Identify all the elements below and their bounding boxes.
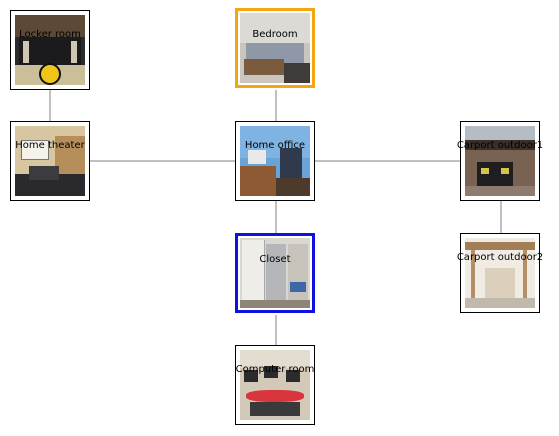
closet-thumbnail (240, 238, 310, 308)
node-label-bedroom: Bedroom (252, 29, 298, 40)
node-label-home-office: Home office (244, 140, 306, 151)
carport-outdoor1-thumbnail (465, 126, 535, 196)
node-label-home-theater: Home theater (15, 140, 85, 151)
node-carport-outdoor1[interactable]: Carport outdoor1 (456, 121, 544, 201)
node-closet[interactable]: Closet (235, 233, 315, 313)
node-home-office[interactable]: Home office (235, 121, 315, 201)
node-carport-outdoor2[interactable]: Carport outdoor2 (456, 233, 544, 313)
node-label-computer-room: Computer room (235, 364, 315, 375)
node-locker-room[interactable]: Locker room (10, 10, 90, 90)
bedroom-thumbnail (240, 13, 310, 83)
node-label-carport-outdoor1: Carport outdoor1 (456, 140, 544, 151)
computer-room-thumbnail (240, 350, 310, 420)
node-computer-room[interactable]: Computer room (235, 345, 315, 425)
node-bedroom[interactable]: Bedroom (235, 8, 315, 88)
locker-room-thumbnail (15, 15, 85, 85)
node-label-carport-outdoor2: Carport outdoor2 (456, 252, 544, 263)
carport-outdoor2-thumbnail (465, 238, 535, 308)
node-home-theater[interactable]: Home theater (10, 121, 90, 201)
node-label-closet: Closet (259, 254, 291, 265)
home-theater-thumbnail (15, 126, 85, 196)
home-office-thumbnail (240, 126, 310, 196)
node-label-locker-room: Locker room (19, 29, 81, 40)
